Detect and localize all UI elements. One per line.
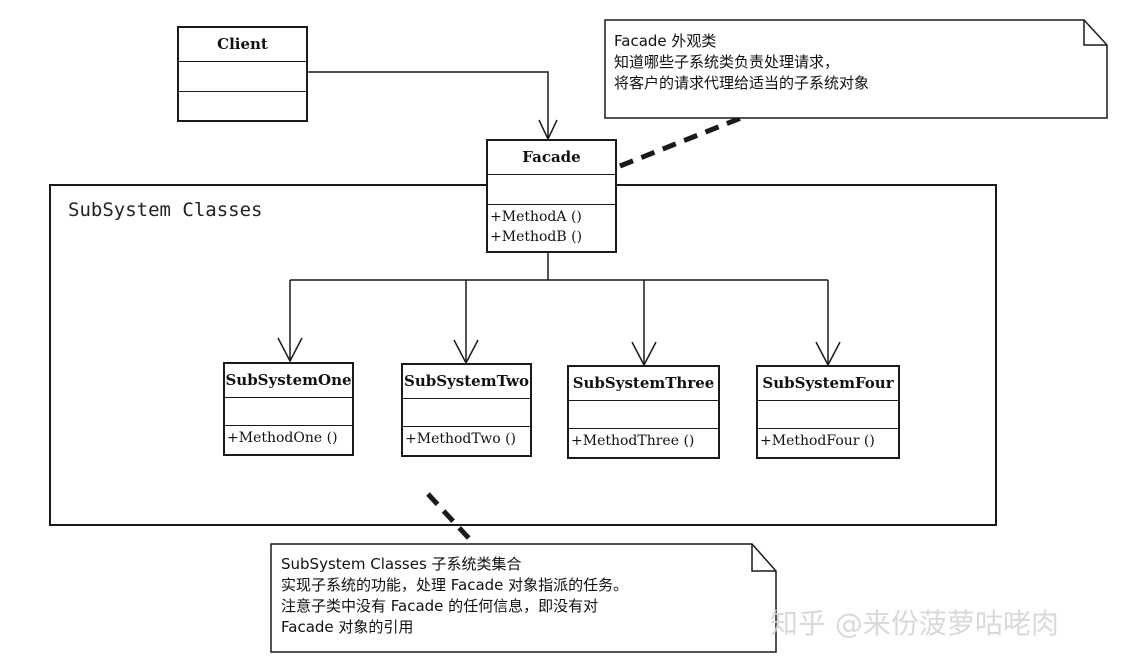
subsystem-package-label: SubSystem Classes [68,199,263,221]
facade-note-line-3: 将客户的请求代理给适当的子系统对象 [614,74,870,92]
subsystem-note-line-4: Facade 对象的引用 [281,618,414,636]
subsystem-note-anchor [426,492,478,548]
facade-method-a: +MethodA () [490,209,582,225]
subsystem-note-outline [270,543,777,653]
subsystem-three-class[interactable]: SubSystemThree +MethodThree () [567,365,720,459]
subsystem-one-name: SubSystemOne [225,364,352,398]
subsystem-two-name: SubSystemTwo [403,365,530,399]
subsystem-three-method: +MethodThree () [571,433,695,449]
facade-method-b: +MethodB () [490,229,583,245]
subsystem-one-attributes [225,398,352,426]
client-class-name: Client [179,28,306,62]
subsystem-three-attributes [569,401,718,429]
subsystem-two-operations: +MethodTwo () [403,427,530,451]
subsystem-four-class[interactable]: SubSystemFour +MethodFour () [756,365,900,459]
subsystem-note-line-3: 注意子类中没有 Facade 的任何信息，即没有对 [281,597,599,615]
client-attributes [179,62,306,92]
subsystem-note-line-1: SubSystem Classes 子系统类集合 [281,555,522,573]
subsystem-two-class[interactable]: SubSystemTwo +MethodTwo () [401,363,532,457]
client-operations [179,92,306,120]
subsystem-note-fold [751,544,776,572]
subsystem-note-line-2: 实现子系统的功能，处理 Facade 对象指派的任务。 [281,576,629,594]
subsystem-two-method: +MethodTwo () [405,431,517,447]
subsystem-note: SubSystem Classes 子系统类集合 实现子系统的功能，处理 Fac… [281,554,628,638]
facade-note-outline [604,19,1108,119]
facade-operations: +MethodA () +MethodB () [488,205,615,249]
facade-note-line-2: 知道哪些子系统类负责处理请求， [614,53,840,71]
client-facade-line [308,71,549,138]
arrowhead-subsystem-one [277,337,303,363]
facade-class-name: Facade [488,141,615,175]
facade-note-fold [1083,20,1107,46]
subsystem-three-name: SubSystemThree [569,367,718,401]
subsystem-four-name: SubSystemFour [758,367,898,401]
subsystem-three-operations: +MethodThree () [569,429,718,453]
watermark: 知乎 @来份菠萝咕咾肉 [770,607,1059,640]
client-class[interactable]: Client [177,26,308,122]
facade-note-line-1: Facade 外观类 [614,32,717,50]
subsystem-two-attributes [403,399,530,427]
subsystem-one-class[interactable]: SubSystemOne +MethodOne () [223,362,354,456]
facade-attributes [488,175,615,205]
subsystem-one-method: +MethodOne () [227,430,338,446]
facade-class[interactable]: Facade +MethodA () +MethodB () [486,139,617,253]
subsystem-one-operations: +MethodOne () [225,426,352,450]
facade-note-anchor [619,109,757,169]
subsystem-four-operations: +MethodFour () [758,429,898,453]
subsystem-four-attributes [758,401,898,429]
subsystem-four-method: +MethodFour () [760,433,875,449]
facade-note: Facade 外观类 知道哪些子系统类负责处理请求， 将客户的请求代理给适当的子… [614,31,869,94]
